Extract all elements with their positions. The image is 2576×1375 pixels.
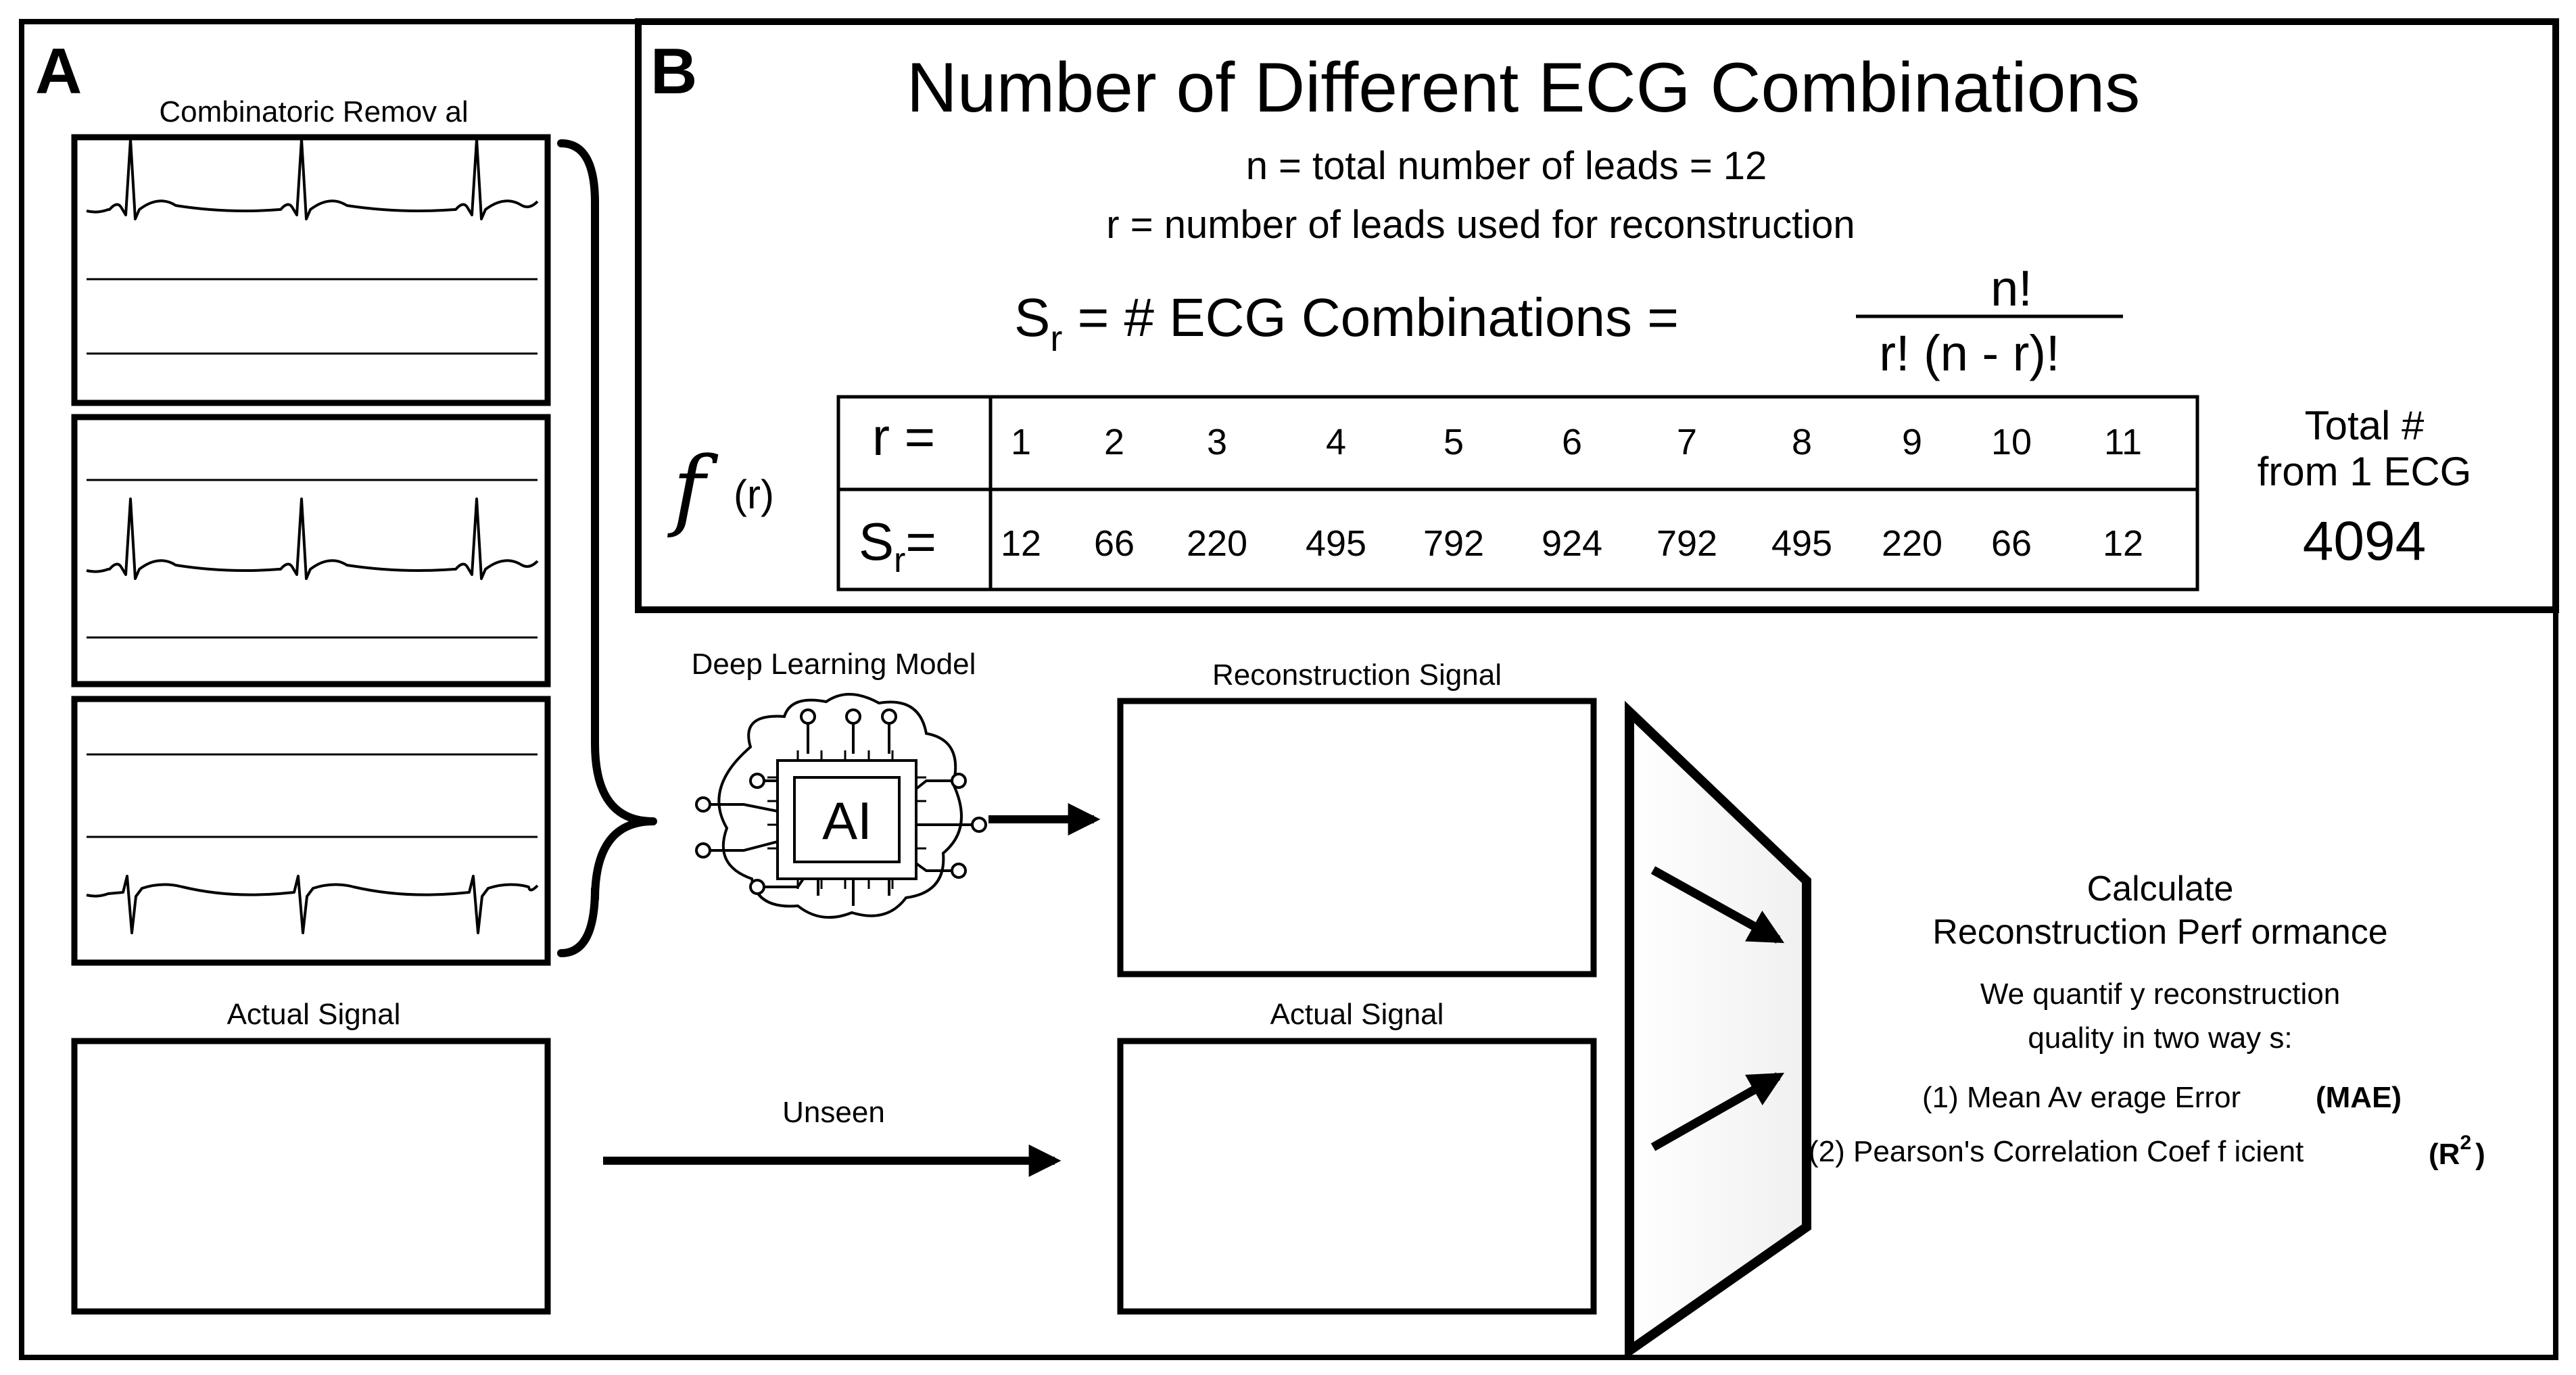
panel-b-title: Number of Different ECG Combinations bbox=[907, 49, 2141, 127]
performance-title-2: Reconstruction Perf ormance bbox=[1932, 913, 2387, 952]
removal-box-2 bbox=[71, 414, 551, 688]
table-cell-r: 4 bbox=[1326, 422, 1346, 462]
metric-1: (1) Mean Av erage Error bbox=[1922, 1081, 2241, 1114]
s-label-tail: = bbox=[905, 512, 936, 571]
table-cell-r: 7 bbox=[1677, 422, 1697, 462]
table-cell-s: 792 bbox=[1423, 523, 1484, 564]
performance-title-1: Calculate bbox=[2087, 869, 2234, 909]
table-cell-s: 220 bbox=[1187, 523, 1247, 564]
chip-inner bbox=[793, 776, 901, 863]
comparison-funnel bbox=[1625, 700, 1811, 1360]
combinatoric-removal-title: Combinatoric Remov al bbox=[159, 95, 468, 128]
table-cell-s: 12 bbox=[2103, 523, 2143, 564]
actual-signal-left-box bbox=[71, 1038, 551, 1315]
function-arg: (r) bbox=[734, 472, 774, 517]
actual-signal-right-title: Actual Signal bbox=[1270, 998, 1444, 1031]
table-cell-r: 10 bbox=[1991, 422, 2032, 462]
panel-b-box bbox=[635, 18, 2559, 613]
function-glyph: 𝑓 bbox=[667, 437, 719, 540]
ai-chip-icon bbox=[695, 693, 987, 919]
actual-signal-right-box bbox=[1117, 1038, 1597, 1315]
metric-2-abbr-close: ) bbox=[2475, 1138, 2485, 1171]
funnel-arrow-top bbox=[1650, 866, 1785, 944]
reconstruction-signal-box bbox=[1117, 698, 1597, 978]
formula-sub: r bbox=[1050, 318, 1062, 359]
funnel-arrow-bottom bbox=[1650, 1072, 1785, 1151]
total-line-2: from 1 ECG bbox=[2258, 449, 2472, 494]
s-label-sub: r bbox=[894, 541, 905, 580]
table-row-s-label: Sr= bbox=[859, 512, 936, 580]
reconstruction-signal-title: Reconstruction Signal bbox=[1212, 658, 1502, 692]
table-cell-s: 66 bbox=[1094, 523, 1135, 564]
s-label-main: S bbox=[859, 512, 894, 571]
table-cell-r: 9 bbox=[1902, 422, 1922, 462]
table-cell-s: 495 bbox=[1771, 523, 1832, 564]
table-cell-r: 6 bbox=[1562, 422, 1582, 462]
formula-numerator: n! bbox=[1990, 260, 2032, 316]
table-cell-r: 5 bbox=[1444, 422, 1464, 462]
r-definition: r = number of leads used for reconstruct… bbox=[1106, 203, 1855, 247]
deep-learning-model-title: Deep Learning Model bbox=[692, 648, 976, 681]
ecg-trace bbox=[86, 498, 539, 580]
ecg-trace bbox=[86, 875, 539, 934]
panel-b-label: B bbox=[650, 35, 697, 107]
table-cell-r: 3 bbox=[1207, 422, 1227, 462]
table-cell-r: 8 bbox=[1792, 422, 1812, 462]
performance-desc-1: We quantif y reconstruction bbox=[1980, 978, 2340, 1011]
table-cell-s: 792 bbox=[1656, 523, 1717, 564]
table-cell-s: 220 bbox=[1882, 523, 1942, 564]
ecg-trace bbox=[86, 138, 539, 220]
metric-2-abbr-sup: 2 bbox=[2460, 1132, 2471, 1154]
formula-s: S bbox=[1014, 287, 1050, 347]
formula-rest: = # ECG Combinations = bbox=[1062, 287, 1679, 347]
combinations-formula: Sr = # ECG Combinations = bbox=[1014, 287, 1679, 359]
panel-a-label: A bbox=[35, 35, 82, 107]
table-cell-s: 12 bbox=[1001, 523, 1041, 564]
combination-table bbox=[836, 395, 2199, 592]
table-row-r-label: r = bbox=[872, 407, 935, 466]
removal-box-3 bbox=[71, 696, 551, 966]
table-cell-r: 1 bbox=[1011, 422, 1031, 462]
formula-denominator: r! (n - r)! bbox=[1879, 325, 2059, 381]
unseen-label: Unseen bbox=[782, 1096, 885, 1129]
removal-box-1 bbox=[71, 134, 551, 406]
metric-2-abbr: (R2) bbox=[2429, 1132, 2485, 1171]
table-cell-s: 924 bbox=[1542, 523, 1602, 564]
table-cells: 1 12 2 66 3 220 4 495 5 792 6 924 7 792 8 495 9 220 10 66 11… bbox=[1001, 422, 2143, 564]
metric-1-abbr: (MAE) bbox=[2316, 1081, 2402, 1114]
table-cell-s: 495 bbox=[1306, 523, 1366, 564]
metric-2-abbr-open: (R bbox=[2429, 1138, 2460, 1171]
chip-label: AI bbox=[822, 791, 872, 850]
performance-desc-2: quality in two way s: bbox=[2028, 1021, 2292, 1055]
cloud-outline bbox=[717, 693, 963, 919]
table-cell-r: 11 bbox=[2104, 422, 2142, 462]
curly-brace bbox=[557, 139, 657, 957]
table-cell-s: 66 bbox=[1991, 523, 2032, 564]
total-value: 4094 bbox=[2303, 510, 2426, 572]
n-definition: n = total number of leads = 12 bbox=[1246, 144, 1767, 188]
metric-2: (2) Pearson's Correlation Coef f icient bbox=[1809, 1135, 2304, 1168]
total-line-1: Total # bbox=[2305, 403, 2425, 448]
table-cell-r: 2 bbox=[1104, 422, 1124, 462]
actual-signal-left-title: Actual Signal bbox=[227, 998, 401, 1031]
